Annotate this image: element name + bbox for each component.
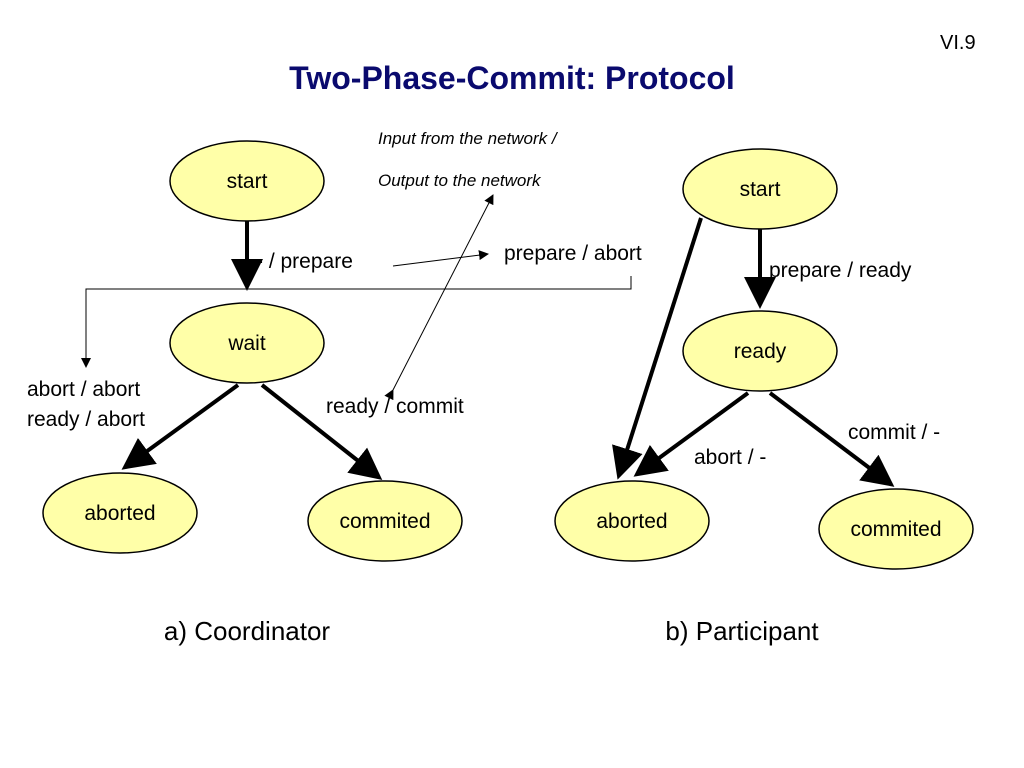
state-label: aborted <box>84 502 155 525</box>
label-abort: abort / - <box>694 446 766 469</box>
state-coord-wait: wait <box>169 302 325 384</box>
label-prepare-abort: prepare / abort <box>504 242 642 265</box>
edge-p-ready-commited <box>768 391 895 487</box>
state-label: start <box>740 178 781 201</box>
page-number: VI.9 <box>940 32 976 54</box>
label-prepare-ready: prepare / ready <box>769 259 912 282</box>
slide-title: Two-Phase-Commit: Protocol <box>289 60 735 96</box>
state-coord-start: start <box>169 140 325 222</box>
edge-p-start-aborted <box>612 217 703 480</box>
state-label: wait <box>227 332 266 355</box>
note-line-2: Output to the network <box>378 171 542 190</box>
edge-network-note <box>384 194 494 401</box>
state-part-start: start <box>682 148 838 230</box>
caption-participant: b) Participant <box>665 616 819 646</box>
edge-wait-aborted <box>121 383 240 470</box>
state-part-aborted: aborted <box>554 480 710 562</box>
edge-prepare-abort-feedback <box>81 276 632 368</box>
caption-coordinator: a) Coordinator <box>164 616 331 646</box>
state-coord-aborted: aborted <box>42 472 198 554</box>
label-ready-commit: ready / commit <box>326 395 464 418</box>
state-label: ready <box>734 340 787 363</box>
edge-p-ready-aborted <box>633 391 750 477</box>
label-commit: commit / - <box>848 421 940 444</box>
label-ready-abort: ready / abort <box>27 408 145 431</box>
note-line-1: Input from the network / <box>378 129 559 148</box>
state-part-ready: ready <box>682 310 838 392</box>
state-coord-commited: commited <box>307 480 463 562</box>
edge-prepare-output <box>392 250 489 267</box>
label-abort-abort: abort / abort <box>27 378 140 401</box>
state-label: commited <box>339 510 430 533</box>
state-label: commited <box>850 518 941 541</box>
label-start-prepare: - / prepare <box>256 250 353 273</box>
state-part-commited: commited <box>818 488 974 570</box>
state-label: aborted <box>596 510 667 533</box>
edge-wait-commited <box>260 383 383 480</box>
state-label: start <box>227 170 268 193</box>
